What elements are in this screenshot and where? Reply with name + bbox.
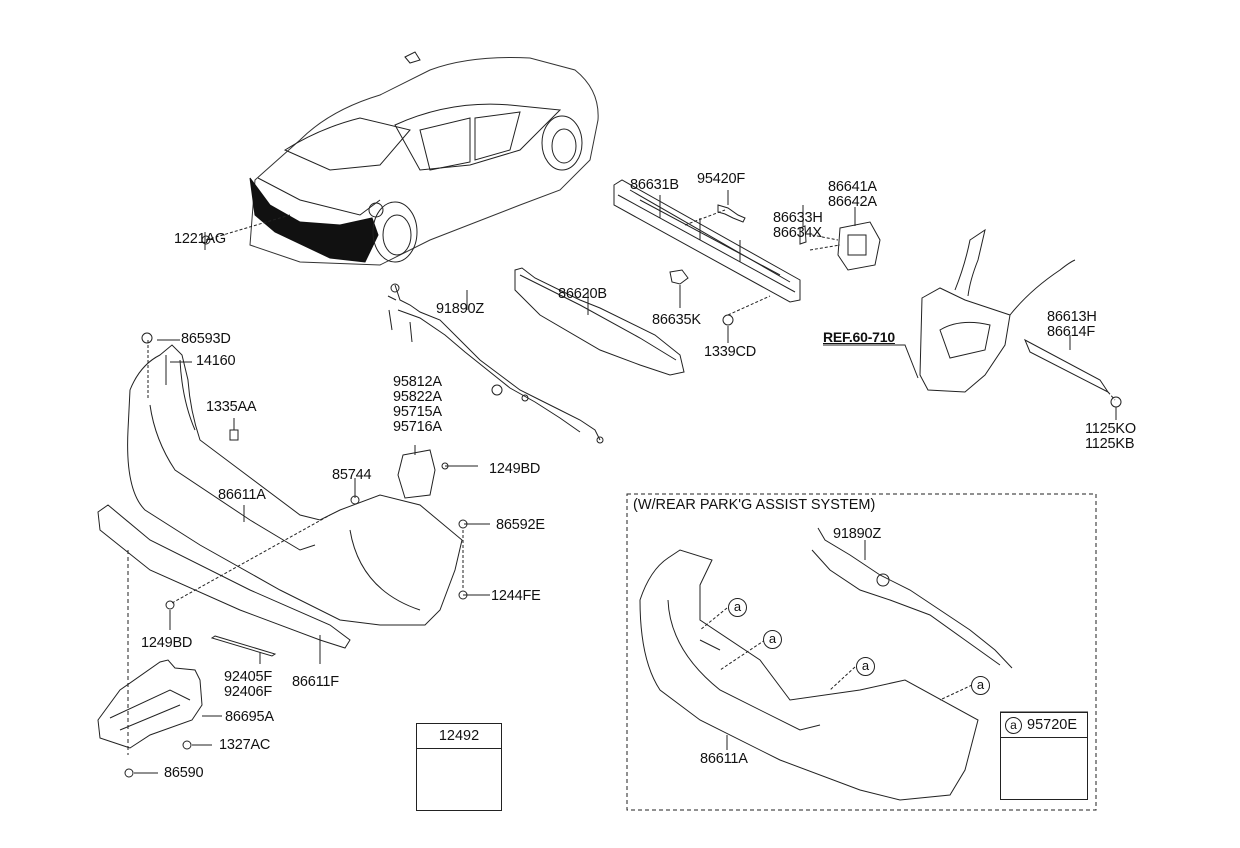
label-92405F-92406F: 92405F 92406F (224, 670, 272, 700)
assist-label-86611A: 86611A (700, 751, 748, 767)
screw-box-header: 12492 (417, 724, 501, 749)
label-86613H: 86613H (1047, 309, 1097, 325)
label-1125KB: 1125KB (1085, 436, 1135, 452)
callout-a-4: a (971, 676, 990, 695)
assist-label-91890Z: 91890Z (833, 526, 881, 542)
label-95822A: 95822A (393, 389, 442, 405)
label-86611F: 86611F (292, 674, 339, 690)
label-ref-60-710: REF.60-710 (823, 329, 895, 345)
assist-panel-title: (W/REAR PARK'G ASSIST SYSTEM) (633, 497, 876, 513)
label-1339CD: 1339CD (704, 344, 756, 360)
label-1221AG: 1221AG (174, 231, 227, 247)
label-86641A: 86641A (828, 179, 877, 195)
label-86642A: 86642A (828, 194, 877, 210)
label-86635K: 86635K (652, 312, 701, 328)
label-1249BD-lower: 1249BD (141, 635, 193, 651)
callout-a-3: a (856, 657, 875, 676)
label-95812A: 95812A (393, 374, 442, 390)
label-1125KO-1125KB: 1125KO 1125KB (1085, 422, 1136, 452)
label-86613H-86614F: 86613H 86614F (1047, 310, 1097, 340)
label-95716A: 95716A (393, 419, 442, 435)
label-86611A: 86611A (218, 487, 266, 503)
label-958xx-group: 95812A 95822A 95715A 95716A (393, 375, 442, 435)
label-95720E: 95720E (1027, 717, 1077, 733)
label-92405F: 92405F (224, 669, 272, 685)
label-1327AC: 1327AC (219, 737, 271, 753)
label-86633H: 86633H (773, 210, 823, 226)
label-86631B: 86631B (630, 177, 679, 193)
sensor-95720E-box: a 95720E (1000, 712, 1088, 800)
bumper-beam-illustration (613, 179, 881, 343)
under-cover-illustration (97, 339, 222, 778)
callout-a-1: a (728, 598, 747, 617)
label-1249BD-upper: 1249BD (489, 461, 541, 477)
label-1335AA: 1335AA (206, 399, 257, 415)
bumper-highlight (249, 177, 379, 263)
label-95715A: 95715A (393, 404, 442, 420)
label-86695A: 86695A (225, 709, 274, 725)
label-86614F: 86614F (1047, 324, 1095, 340)
label-86641A-86642A: 86641A 86642A (828, 180, 877, 210)
label-86593D: 86593D (181, 331, 231, 347)
sensor-callout-a: a (1005, 716, 1022, 734)
label-86590: 86590 (164, 765, 204, 781)
label-86633H-86634X: 86633H 86634X (773, 211, 823, 241)
energy-absorber-illustration (514, 267, 685, 376)
label-86620B: 86620B (558, 286, 607, 302)
screw-12492-box: 12492 (416, 723, 502, 811)
sensor-box-header: a 95720E (1001, 713, 1087, 738)
label-92406F: 92406F (224, 684, 272, 700)
bumper-cover-illustration (127, 332, 490, 626)
wiring-harness-illustration (387, 283, 604, 444)
label-14160: 14160 (196, 353, 236, 369)
label-1125KO: 1125KO (1085, 421, 1136, 437)
assist-bumper-illustration (639, 527, 1013, 801)
label-86592E: 86592E (496, 517, 545, 533)
car-illustration (201, 51, 599, 266)
side-panel-illustration (823, 228, 1122, 420)
assist-system-panel-border (626, 493, 1097, 811)
lower-spoiler-illustration (97, 504, 351, 755)
label-85744: 85744 (332, 467, 372, 483)
label-95420F: 95420F (697, 171, 745, 187)
label-1244FE: 1244FE (491, 588, 541, 604)
label-86634X: 86634X (773, 225, 822, 241)
callout-a-2: a (763, 630, 782, 649)
label-91890Z: 91890Z (436, 301, 484, 317)
